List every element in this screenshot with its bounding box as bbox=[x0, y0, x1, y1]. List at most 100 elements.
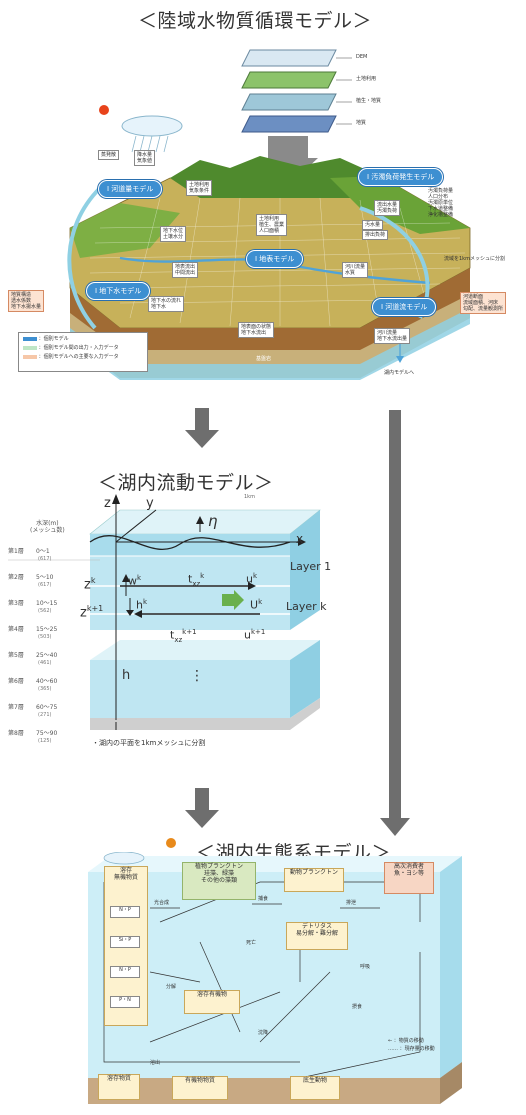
legend-item-input: ：個別モデルへの主要な入力データ bbox=[38, 354, 119, 360]
note-groundwater-flow: 地下水の流れ 地下水 bbox=[148, 296, 185, 312]
eco-legend-transfer: ← ：物質の移動 bbox=[388, 1038, 424, 1044]
eco-legend-stock: …… ：現存量の移動 bbox=[388, 1046, 435, 1052]
eco-label-excretion: 排泄 bbox=[346, 900, 357, 906]
note-discharge: 排出負荷 bbox=[362, 230, 389, 240]
uk-label: uk bbox=[246, 572, 258, 586]
eco-mini-2: Si・P bbox=[110, 936, 140, 948]
eco-label-feeding: 摂食 bbox=[352, 1004, 363, 1010]
mesh-count-8: (125) bbox=[38, 738, 52, 744]
precipitation-label: 降水量 気象値 bbox=[134, 150, 156, 166]
note-to-lake-model: 湖内モデルへ bbox=[384, 370, 415, 376]
map-layer-stack bbox=[241, 49, 352, 133]
note-river-flow: 河川流量 水質 bbox=[342, 262, 369, 278]
pill-river-model: I 河道量モデル bbox=[98, 180, 163, 198]
land-model-title: ＜陸域水物質循環モデル＞ bbox=[138, 10, 373, 32]
eco-mini-4: P・N bbox=[110, 996, 140, 1008]
eco-box-detritus: デトリタス 易分解・難分解 bbox=[286, 922, 348, 950]
uk1-label: uk+1 bbox=[244, 628, 266, 642]
note-surface-runoff: 地表流出 中間流出 bbox=[172, 262, 199, 278]
note-landuse-vegetation: 土地利用 植生、農業 人口面積 bbox=[256, 214, 288, 236]
eco-label-release: 溶出 bbox=[150, 1060, 161, 1066]
layer-1-label: Layer 1 bbox=[290, 560, 332, 573]
note-runoff: 流出水量 汚濁負荷 bbox=[374, 200, 401, 216]
eco-label-respiration: 呼吸 bbox=[360, 964, 371, 970]
Uk-label: Uk bbox=[250, 598, 263, 612]
eco-sun-icon bbox=[166, 838, 176, 848]
eco-mini-3: N・P bbox=[110, 966, 140, 978]
sun-icon bbox=[99, 105, 109, 115]
axis-z-label: z bbox=[104, 496, 111, 511]
flow-top-dim-label: 1km bbox=[244, 494, 255, 500]
note-geology-structure: 地質構造 透水係数 地下水揚水量 bbox=[8, 290, 45, 312]
eco-box-sediment-organic: 有機物物質 bbox=[172, 1076, 228, 1100]
zk1-label: zk+1 bbox=[80, 604, 104, 621]
arrow-land-to-eco bbox=[389, 410, 401, 820]
wk-label: wk bbox=[128, 574, 142, 588]
eco-box-higher-consumer: 高次消費者 魚・ヨシ等 bbox=[384, 862, 434, 894]
txz-k-label: txzk bbox=[188, 572, 205, 588]
note-bedrock: 基盤岩 bbox=[256, 356, 272, 362]
stack-label-landuse: 土地利用 bbox=[356, 76, 377, 82]
mesh-count-1: (617) bbox=[38, 556, 52, 562]
mesh-count-6: (365) bbox=[38, 686, 52, 692]
note-wastewater: 汚水量 bbox=[362, 220, 384, 230]
eco-label-sedimentation: 沈降 bbox=[258, 1030, 269, 1036]
mesh-count-7: (271) bbox=[38, 712, 52, 718]
eco-label-photosynthesis: 光合成 bbox=[154, 900, 170, 906]
zk-label: zk bbox=[84, 576, 96, 593]
flow-depth-header: 水深(m) (メッシュ数) bbox=[30, 520, 65, 534]
note-mesh: 流域を1kmメッシュに分割 bbox=[444, 256, 505, 262]
mesh-count-3: (562) bbox=[38, 608, 52, 614]
stack-label-geology: 地質 bbox=[356, 120, 367, 126]
pill-river-channel-model: I 河道流モデル bbox=[372, 298, 437, 316]
pill-pollution-model: I 汚濁負荷発生モデル bbox=[358, 168, 444, 186]
legend-item-io: ：個別モデル間の出力・入力データ bbox=[38, 345, 119, 351]
note-river-flow-bottom: 河川流量 地下水流出量 bbox=[374, 328, 411, 344]
layer-k-label: Layer k bbox=[286, 600, 327, 613]
eco-box-sediment-inorganic: 溶存物質 bbox=[98, 1074, 140, 1100]
txz-k1-label: txzk+1 bbox=[170, 628, 197, 644]
eco-model-diagram bbox=[88, 852, 462, 1104]
flow-caption: ・湖内の平面を1kmメッシュに分割 bbox=[92, 739, 206, 747]
axis-x-label: x bbox=[296, 532, 304, 546]
flow-model-diagram bbox=[8, 494, 321, 730]
note-river-section: 河道断面 流域面積、河床 勾配、流量観測所 bbox=[460, 292, 507, 314]
stack-label-vegetation: 植生・地質 bbox=[356, 98, 382, 104]
eco-label-predation: 捕食 bbox=[258, 896, 269, 902]
pill-surface-model: I 地表モデル bbox=[246, 250, 304, 268]
mesh-count-2: (617) bbox=[38, 582, 52, 588]
arrow-flow-to-eco bbox=[195, 788, 209, 814]
eco-label-death: 死亡 bbox=[246, 940, 257, 946]
axis-y-label: y bbox=[146, 496, 154, 511]
note-landuse-weather: 土地利用 気象条件 bbox=[186, 180, 213, 196]
eco-box-phytoplankton: 植物プランクトン 珪藻、緑藻 その他の藻類 bbox=[182, 862, 256, 900]
arrow-land-to-flow bbox=[195, 408, 209, 434]
mesh-count-5: (461) bbox=[38, 660, 52, 666]
cloud-icon bbox=[121, 115, 183, 153]
h-label: h bbox=[122, 668, 131, 683]
eco-box-dissolved-organic: 溶存有機物 bbox=[184, 990, 240, 1014]
evapotranspiration-label: 蒸発散 bbox=[98, 150, 120, 160]
mesh-count-4: (503) bbox=[38, 634, 52, 640]
stack-down-arrow bbox=[258, 136, 318, 186]
eco-box-zooplankton: 動物プランクトン bbox=[284, 868, 344, 892]
eco-label-decomposition: 分解 bbox=[166, 984, 177, 990]
land-model-legend: ：個別モデル ：個別モデル間の出力・入力データ ：個別モデルへの主要な入力データ bbox=[18, 332, 148, 372]
eco-box-benthos: 底生動物 bbox=[290, 1076, 340, 1100]
legend-item-model: ：個別モデル bbox=[38, 336, 69, 342]
note-pollution-inputs: 汚濁負荷量 人口分布 汚濁原単位 下水道整備 浄化槽整備 bbox=[428, 188, 454, 218]
note-surface-state: 地表面の状態 地下水流出 bbox=[238, 322, 275, 338]
flow-model-title: ＜湖内流動モデル＞ bbox=[98, 472, 274, 494]
pill-groundwater-model: I 地下水モデル bbox=[86, 282, 151, 300]
eco-mini-1: N・P bbox=[110, 906, 140, 918]
dots-label: ⋮ bbox=[190, 668, 204, 684]
flow-green-arrow bbox=[222, 590, 244, 610]
